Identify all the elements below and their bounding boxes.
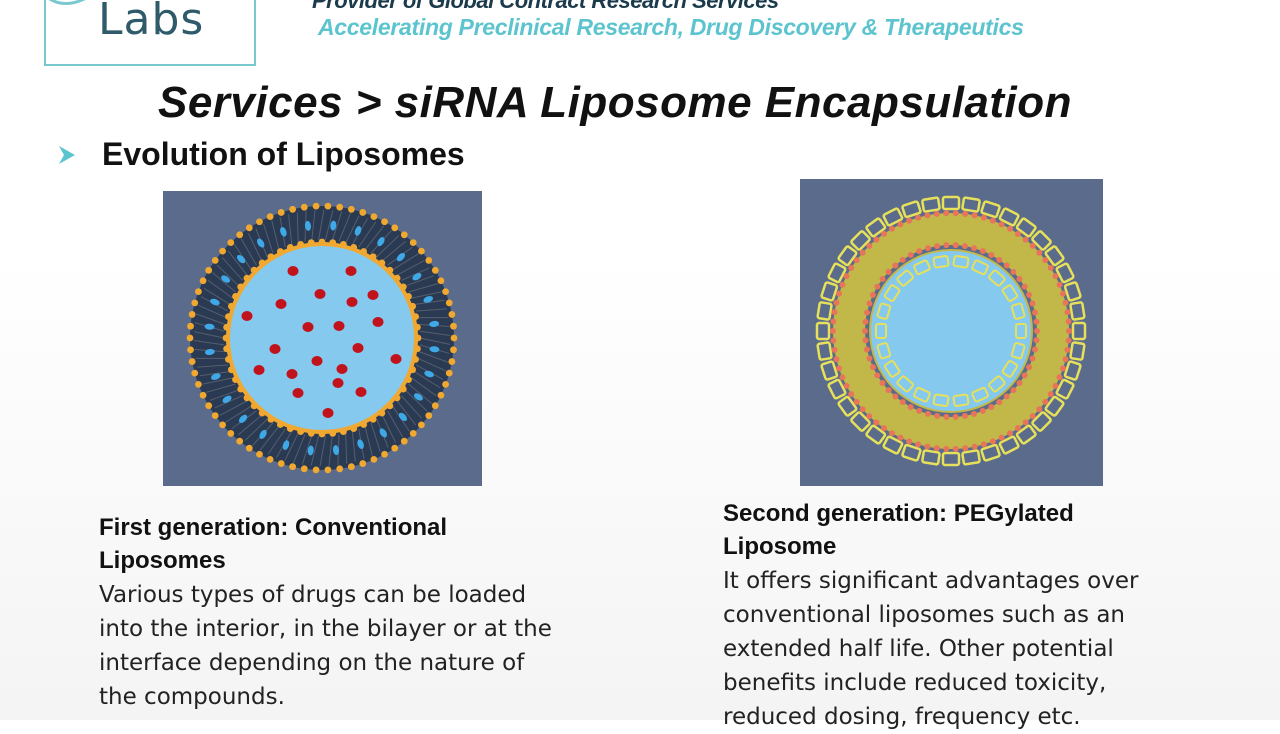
logo-text: Labs xyxy=(98,0,204,45)
first-generation-heading: First generation: Conventional Liposomes xyxy=(99,511,569,577)
first-generation-description: Various types of drugs can be loaded int… xyxy=(99,578,569,714)
bullet-arrow-icon xyxy=(56,144,78,166)
company-logo: Labs xyxy=(44,0,256,66)
section-subtitle: Evolution of Liposomes xyxy=(102,136,465,173)
logo-swoosh-icon xyxy=(46,0,106,20)
slide-title: Services > siRNA Liposome Encapsulation xyxy=(0,78,1230,128)
second-generation-description: It offers significant advantages over co… xyxy=(723,564,1163,734)
tagline-top: Provider of Global Contract Research Ser… xyxy=(312,0,779,14)
conventional-liposome-illustration xyxy=(163,191,482,486)
tagline-main: Accelerating Preclinical Research, Drug … xyxy=(318,14,1024,41)
pegylated-liposome-illustration xyxy=(800,179,1103,486)
second-generation-heading: Second generation: PEGylated Liposome xyxy=(723,497,1183,563)
